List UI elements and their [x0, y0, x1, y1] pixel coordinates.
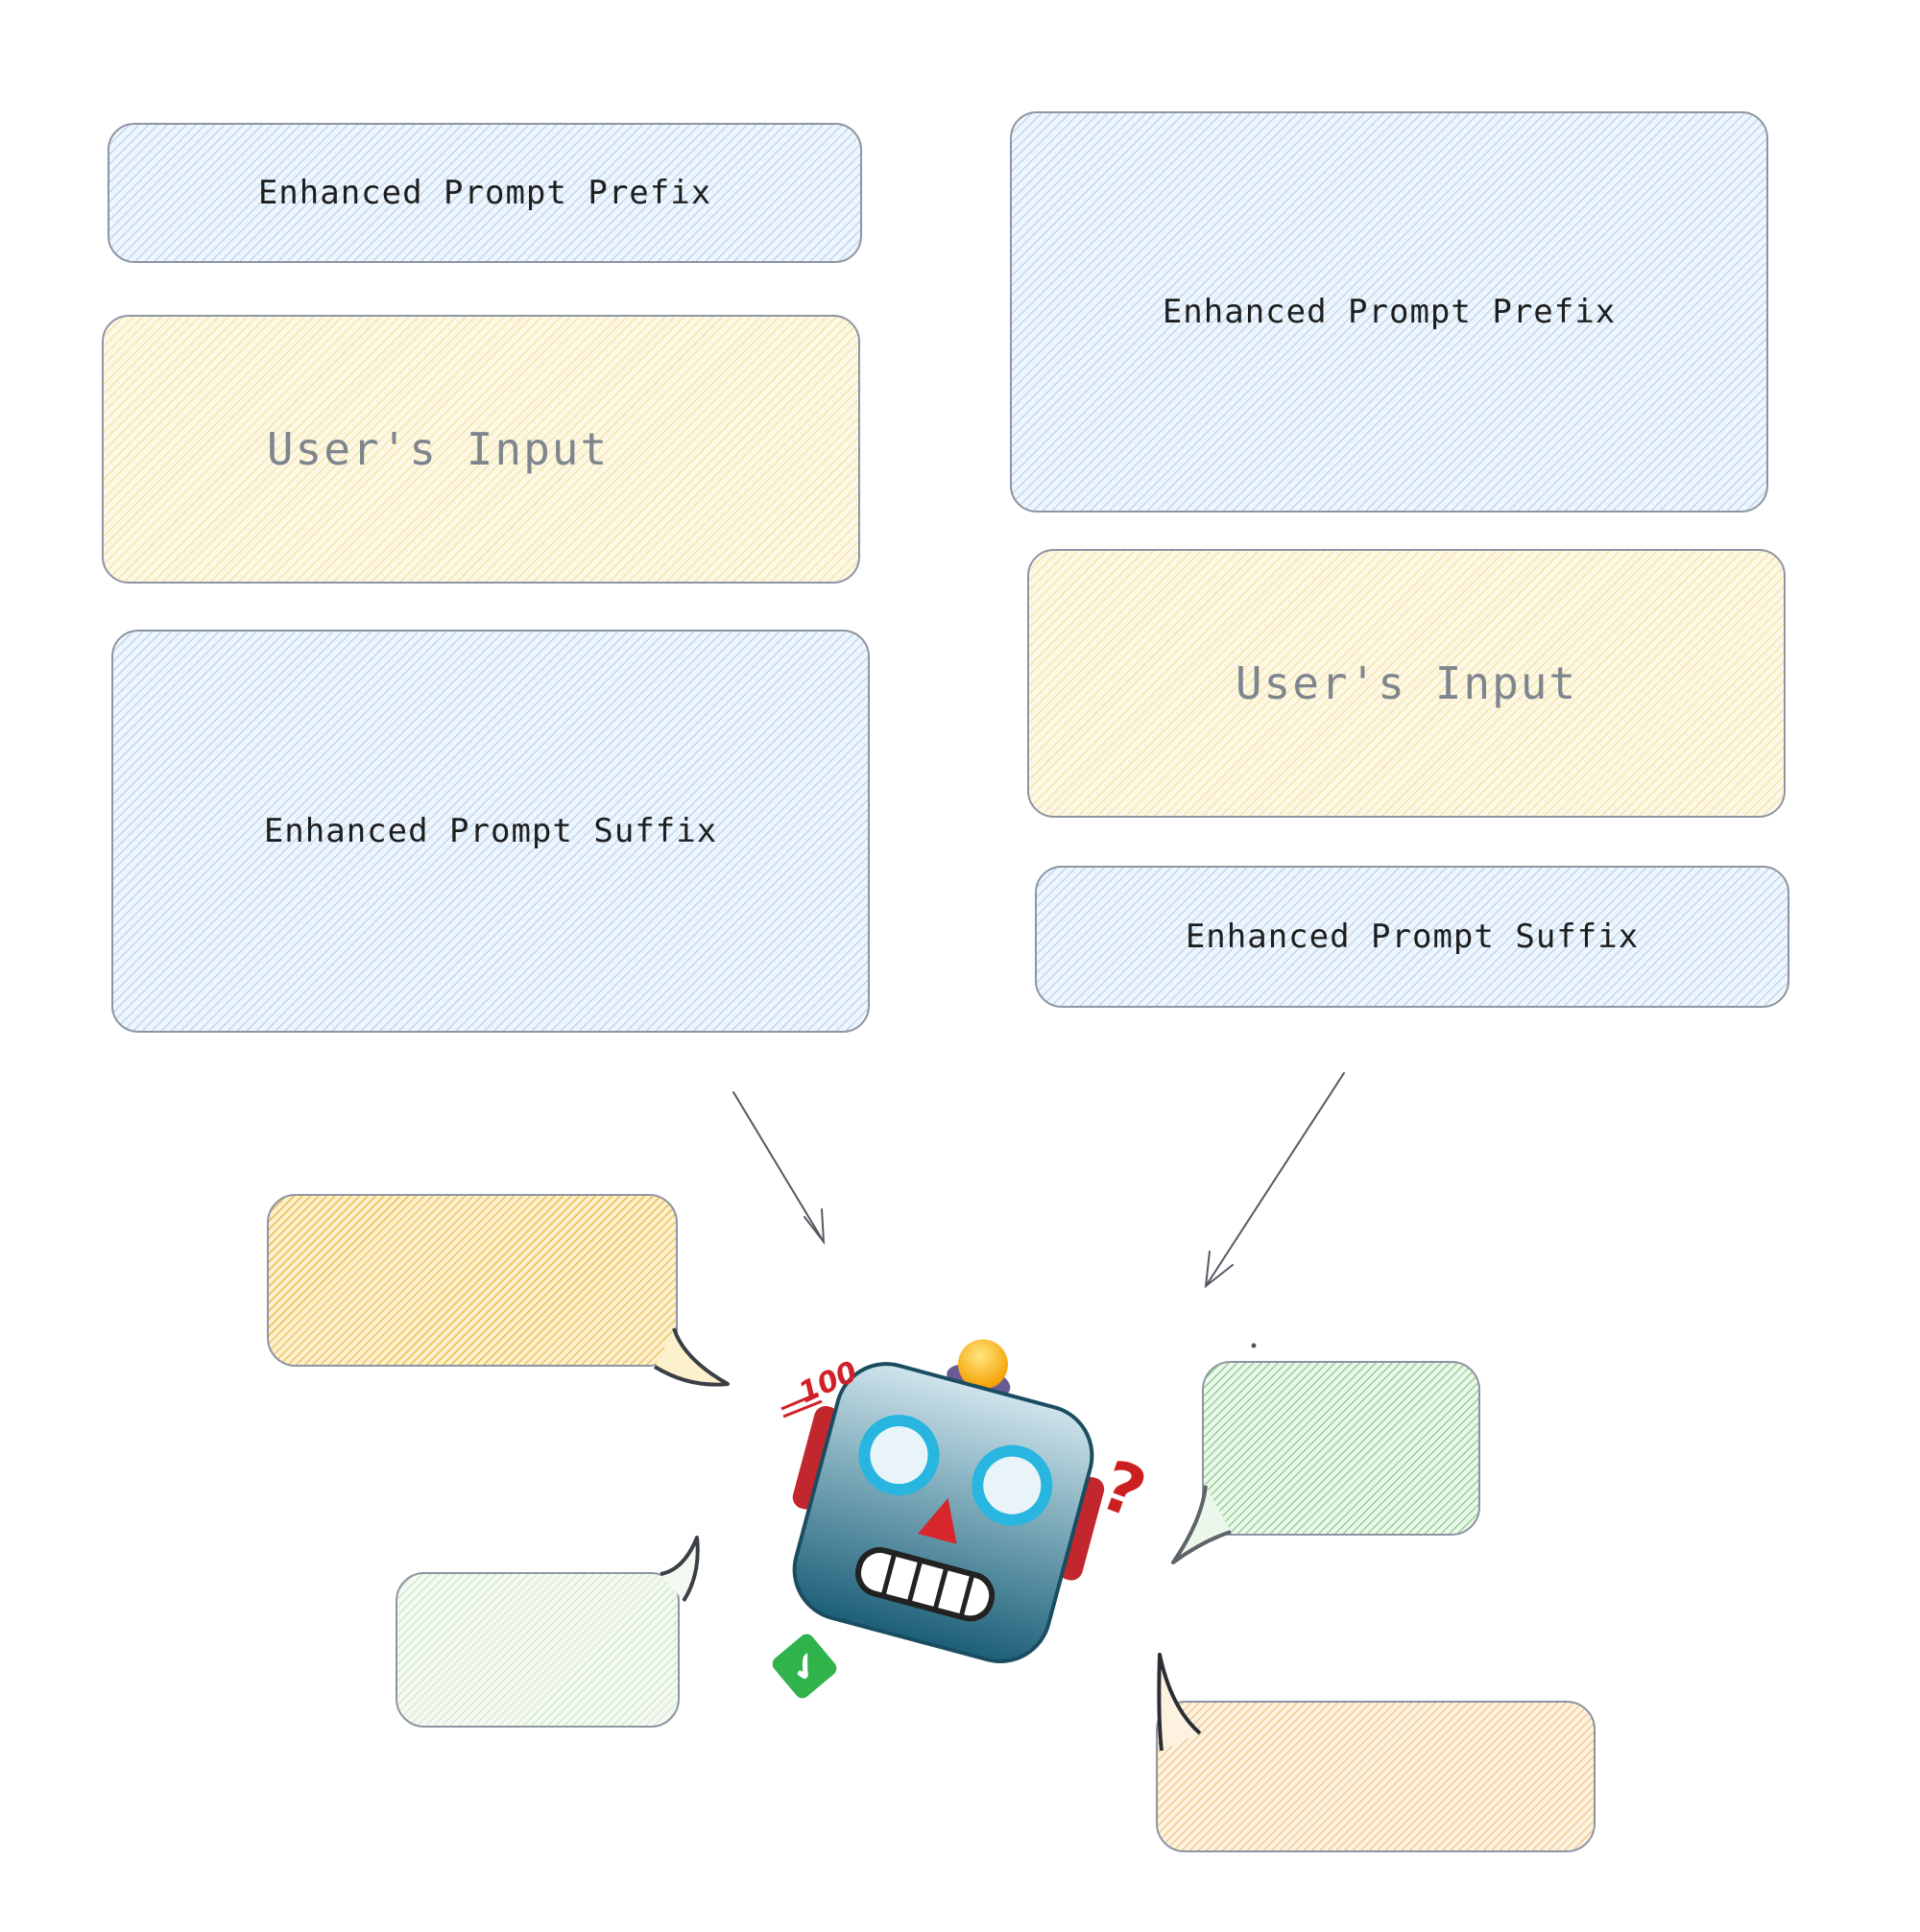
- right-input-box: User's Input: [1027, 549, 1786, 818]
- right-suffix-label: Enhanced Prompt Suffix: [1185, 918, 1640, 956]
- left-suffix-box: Enhanced Prompt Suffix: [111, 630, 870, 1033]
- robot-antenna-bulb: [957, 1339, 1008, 1390]
- robot-right-eye: [972, 1444, 1053, 1526]
- hundred-underline-2: [782, 1399, 823, 1419]
- left-prefix-label: Enhanced Prompt Prefix: [257, 174, 712, 212]
- right-input-label: User's Input: [1235, 657, 1578, 709]
- right-suffix-box: Enhanced Prompt Suffix: [1035, 866, 1789, 1008]
- tail-bottom-left-bubble: [660, 1536, 700, 1603]
- speech-bubble-top-right: [1202, 1361, 1480, 1536]
- left-input-label: User's Input: [266, 423, 610, 475]
- robot-nose: [917, 1497, 957, 1544]
- left-input-box: User's Input: [102, 315, 860, 584]
- tail-bottom-right-bubble: [1157, 1653, 1202, 1752]
- robot-left-eye: [858, 1415, 940, 1496]
- right-prefix-box: Enhanced Prompt Prefix: [1010, 111, 1768, 513]
- speech-bubble-bottom-right: [1156, 1701, 1596, 1852]
- robot-left-ear: [792, 1405, 839, 1510]
- speech-bubble-top-left: [267, 1194, 678, 1367]
- tail-top-right-bubble: [1171, 1485, 1232, 1564]
- check-mark-icon: ✔: [772, 1634, 837, 1699]
- speech-bubble-bottom-left: [396, 1572, 680, 1728]
- robot-right-ear: [1057, 1477, 1105, 1581]
- hundred-underline-1: [780, 1392, 819, 1411]
- right-prefix-label: Enhanced Prompt Prefix: [1162, 293, 1617, 331]
- arrow-left-to-robot: [732, 1091, 826, 1246]
- stray-dot: [1251, 1343, 1257, 1348]
- left-prefix-box: Enhanced Prompt Prefix: [108, 123, 862, 263]
- tail-top-left-bubble: [653, 1327, 730, 1387]
- left-suffix-label: Enhanced Prompt Suffix: [263, 812, 718, 850]
- arrow-right-to-robot: [1204, 1072, 1345, 1289]
